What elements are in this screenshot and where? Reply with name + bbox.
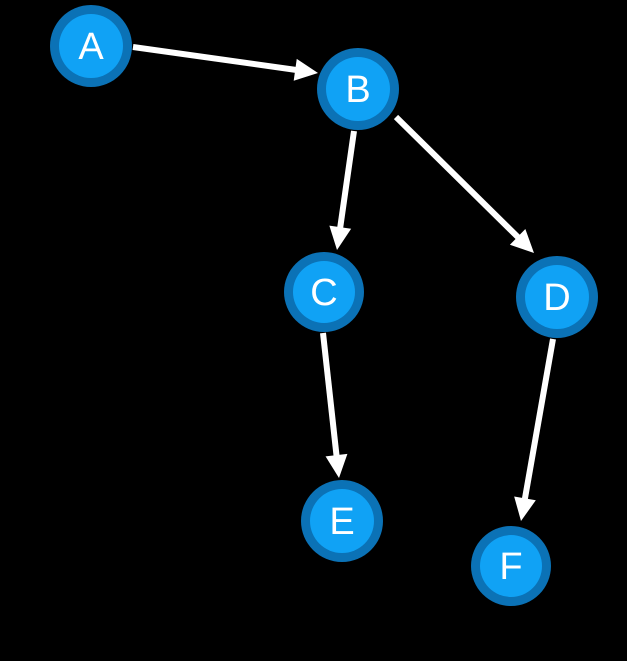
edge-arrowhead [514,496,536,521]
node-fill [525,265,589,329]
node-label: A [78,26,104,68]
node-fill [310,489,374,553]
nodes-layer: A B C D E F [50,5,598,606]
edges-layer [132,44,556,521]
node-fill [326,57,390,121]
edge-line [320,332,340,460]
edge-d-f [514,338,556,521]
edge-arrowhead [293,58,318,81]
node-f[interactable]: F [471,526,551,606]
edge-arrowhead [329,225,352,250]
edge-arrowhead [509,229,534,253]
node-label: F [499,546,522,588]
node-fill [59,14,123,78]
edge-b-d [393,114,534,253]
node-fill [480,535,542,597]
node-a[interactable]: A [50,5,132,87]
edge-arrowhead [325,453,348,478]
node-c[interactable]: C [284,252,364,332]
edge-line [336,130,357,232]
edge-b-c [329,130,357,250]
node-label: B [345,69,370,111]
edge-line [521,338,556,503]
node-label: D [543,277,570,319]
edge-c-e [320,332,348,478]
node-label: E [329,501,354,543]
edge-line [393,114,523,242]
node-d[interactable]: D [516,256,598,338]
edge-line [132,44,300,74]
node-b[interactable]: B [317,48,399,130]
edge-a-b [132,44,318,81]
node-e[interactable]: E [301,480,383,562]
node-fill [293,261,355,323]
node-label: C [310,272,337,314]
